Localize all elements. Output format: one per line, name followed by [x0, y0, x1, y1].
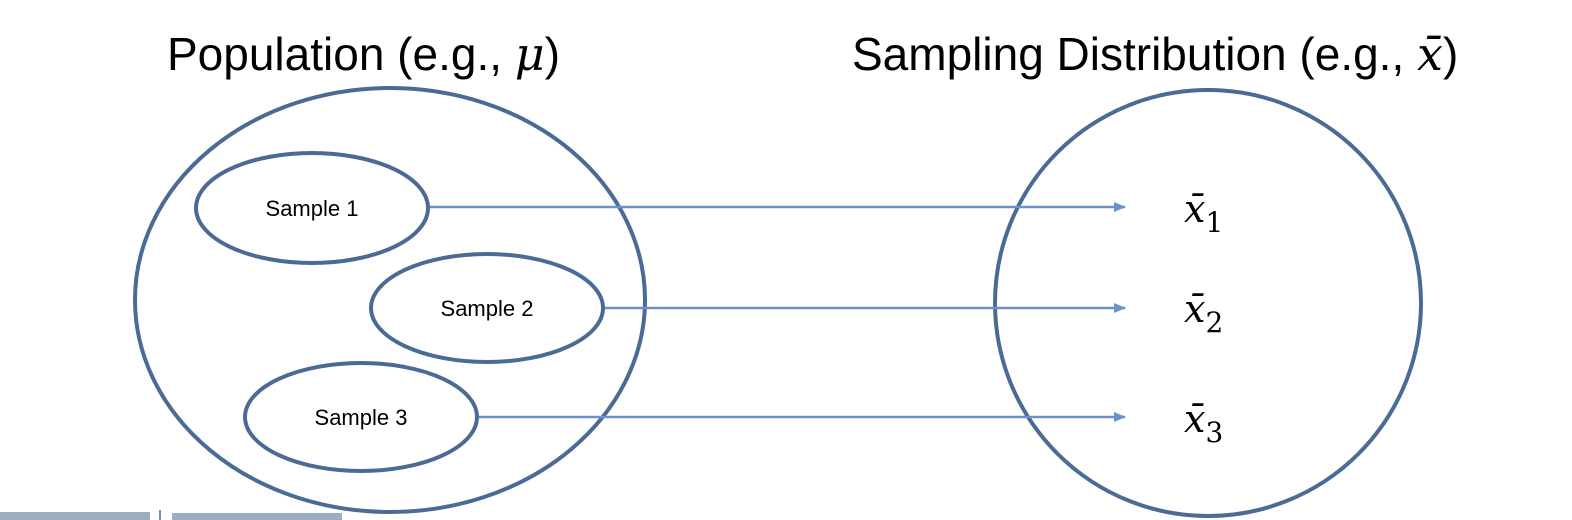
xbar-symbol: x̄ [1417, 27, 1443, 81]
sampling-title-text: Sampling Distribution (e.g., [852, 28, 1417, 80]
sample-2-label: Sample 2 [441, 296, 534, 321]
xbar-2: x̄2 [1184, 287, 1223, 339]
mu-symbol: μ [515, 27, 545, 81]
xbar-2-symbol: x̄ [1184, 287, 1205, 331]
sample-2: Sample 2 [369, 252, 605, 364]
xbar-2-subscript: 2 [1205, 306, 1223, 339]
xbar-1: x̄1 [1184, 187, 1223, 239]
xbar-3: x̄3 [1184, 397, 1223, 449]
sample-3-ellipse [243, 361, 479, 473]
sample-3-label: Sample 3 [315, 405, 408, 430]
population-title: Population (e.g., μ) [167, 27, 560, 81]
sample-1-label: Sample 1 [266, 196, 359, 221]
xbar-1-subscript: 1 [1205, 206, 1223, 239]
footer-logo-fragment [0, 510, 342, 520]
xbar-3-subscript: 3 [1205, 416, 1223, 449]
sample-1: Sample 1 [194, 151, 430, 265]
sampling-distribution-circle [993, 88, 1423, 518]
population-ellipse [133, 86, 647, 514]
xbar-1-symbol: x̄ [1184, 187, 1205, 231]
population-title-text: Population (e.g., [167, 28, 515, 80]
sampling-title-close: ) [1443, 28, 1458, 80]
sampling-distribution-title: Sampling Distribution (e.g., x̄) [852, 27, 1458, 81]
population-title-close: ) [545, 28, 560, 80]
xbar-3-symbol: x̄ [1184, 397, 1205, 441]
sample-2-ellipse [369, 252, 605, 364]
sample-3: Sample 3 [243, 361, 479, 473]
sample-1-ellipse [194, 151, 430, 265]
